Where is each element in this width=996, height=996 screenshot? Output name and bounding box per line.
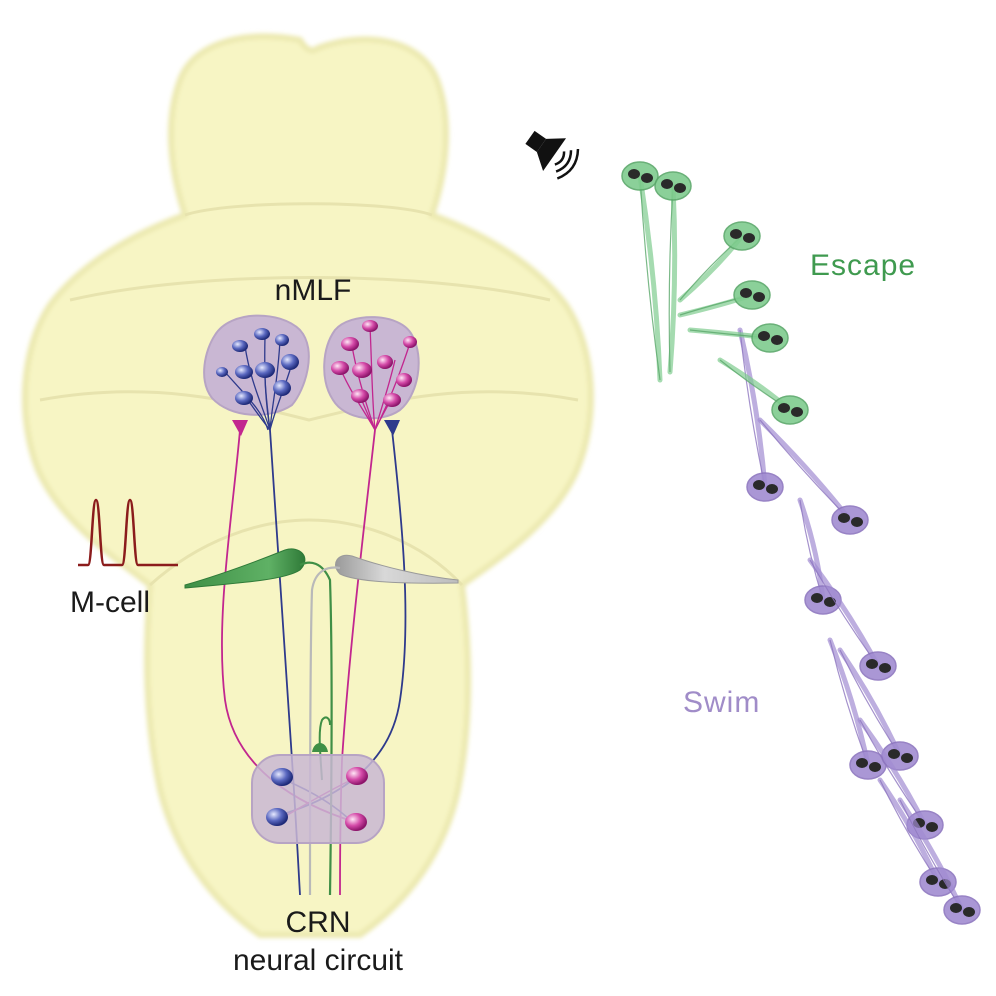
escape-fish — [717, 357, 809, 425]
m-cell-label: M-cell — [70, 586, 150, 619]
fish-eye — [740, 288, 752, 298]
m-cell-right — [335, 554, 459, 584]
neuron-soma — [396, 373, 412, 387]
fish-eye — [758, 331, 770, 341]
fish-eye — [901, 753, 913, 763]
nmlf-left-somas — [216, 328, 299, 405]
swim-fish — [737, 327, 784, 502]
neuron-soma — [351, 389, 369, 403]
fish-eye — [628, 169, 640, 179]
m-cell-left — [184, 548, 306, 589]
fish-eye — [730, 229, 742, 239]
crn-subtitle: neural circuit — [233, 944, 404, 977]
fish-eye — [963, 907, 975, 917]
swim-fish — [827, 637, 887, 780]
fish-eye — [926, 822, 938, 832]
fish-eye — [766, 484, 778, 494]
crn-soma-blue — [271, 768, 293, 786]
neuron-soma — [377, 355, 393, 369]
crn-soma-magenta — [345, 813, 367, 831]
neuron-soma — [341, 337, 359, 351]
nmlf-label: nMLF — [275, 274, 352, 307]
fish-eye — [866, 659, 878, 669]
neuron-soma — [254, 328, 270, 340]
speaker-icon — [525, 130, 580, 180]
crn-soma-magenta — [346, 767, 368, 785]
fish-eye — [771, 335, 783, 345]
escape-fish — [677, 221, 761, 303]
crn-nucleus — [251, 754, 385, 844]
nmlf-right-somas — [331, 320, 417, 407]
fish-eye — [879, 663, 891, 673]
fish-eye — [856, 758, 868, 768]
neuron-soma — [235, 365, 253, 379]
fish-eye — [641, 173, 653, 183]
blue-axon-descending — [269, 429, 301, 896]
synapse-terminal-magenta — [232, 420, 248, 436]
fish-eye — [753, 292, 765, 302]
fish-eye — [661, 179, 673, 189]
neuron-soma — [362, 320, 378, 332]
escape-fish-group — [621, 161, 809, 425]
neuron-soma — [232, 340, 248, 352]
escape-fish — [654, 171, 692, 375]
fish-eye — [926, 875, 938, 885]
fish-eye — [824, 597, 836, 607]
neuron-soma — [383, 393, 401, 407]
neuron-soma — [281, 354, 299, 370]
escape-fish — [621, 161, 663, 383]
neuron-soma — [403, 336, 417, 348]
fish-eye — [753, 480, 765, 490]
neuron-soma — [331, 361, 349, 375]
neuron-soma — [273, 380, 291, 396]
synapse-terminal-blue — [384, 420, 400, 436]
fish-eye — [743, 233, 755, 243]
escape-fish — [687, 323, 789, 353]
escape-fish — [677, 280, 771, 318]
swim-fish — [757, 417, 869, 535]
swim-fish-group — [737, 327, 981, 925]
swim-fish — [807, 557, 897, 681]
crn-label: CRN — [286, 906, 351, 939]
swim-label: Swim — [683, 686, 760, 719]
neuron-soma — [352, 362, 372, 378]
larval-brain — [21, 33, 594, 938]
fish-eye — [851, 517, 863, 527]
brain-shape — [21, 33, 594, 938]
swim-fish — [897, 797, 981, 925]
spike-trace — [78, 498, 178, 567]
m-cell-terminal — [312, 743, 328, 752]
fish-eye — [869, 762, 881, 772]
neuron-soma — [275, 334, 289, 346]
fish-eye — [674, 183, 686, 193]
crn-soma-blue — [266, 808, 288, 826]
neuron-soma — [255, 362, 275, 378]
escape-label: Escape — [810, 249, 916, 282]
fish-eye — [778, 403, 790, 413]
fish-eye — [950, 903, 962, 913]
fish-eye — [838, 513, 850, 523]
fish-eye — [888, 749, 900, 759]
magenta-axon-descending — [339, 429, 376, 896]
neuron-soma — [216, 367, 228, 377]
neuron-soma — [235, 391, 253, 405]
fish-eye — [811, 593, 823, 603]
fish-eye — [791, 407, 803, 417]
